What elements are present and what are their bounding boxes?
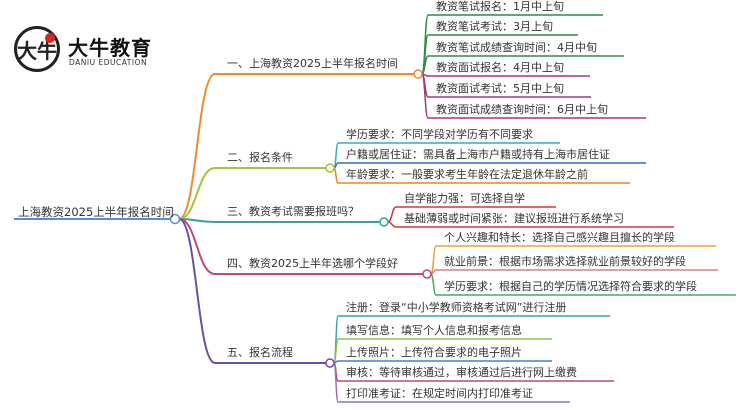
branch-1-leaf-4-label: 教资面试报名：4月中上旬 — [436, 61, 564, 74]
branch-2-leaf-2-label: 户籍或居住证：需具备上海市户籍或持有上海市居住证 — [346, 148, 610, 161]
branch-5-leaf-3-label: 上传照片：上传符合要求的电子照片 — [346, 346, 522, 359]
branch-5-leaf-5-label: 打印准考证：在规定时间内打印准考证 — [346, 387, 533, 400]
branch-4-connector — [178, 218, 216, 275]
branch-3-dot — [379, 217, 389, 227]
branch-1-leaf-1-label: 教资笔试报名：1月中上旬 — [436, 0, 564, 13]
branch-2-label: 二、报名条件 — [227, 151, 293, 164]
branch-1-leaf-5-label: 教资面试考试：5月中上旬 — [436, 82, 564, 95]
branch-3-leaf-2-label: 基础薄弱或时间紧张：建议报班进行系统学习 — [404, 212, 624, 225]
logo-english: DANIU EDUCATION — [69, 58, 148, 67]
branch-4-leaf-3-label: 学历要求：根据自己的学历情况选择符合要求的学段 — [444, 280, 697, 293]
root-node-label: 上海教资2025上半年报名时间 — [18, 205, 174, 219]
branch-1-label: 一、上海教资2025上半年报名时间 — [227, 57, 398, 70]
mindmap-edges — [14, 14, 736, 403]
branch-2-leaf-1-label: 学历要求：不同学段对学历有不同要求 — [346, 128, 533, 141]
branch-3-leaf-1-label: 自学能力强：可选择自学 — [404, 192, 525, 205]
branch-2-connector — [178, 167, 216, 220]
branch-4-leaf-1-label: 个人兴趣和特长：选择自己感兴趣且擅长的学段 — [444, 231, 675, 244]
branch-5-connector — [178, 218, 216, 364]
branch-1-leaf-6-connector — [421, 73, 429, 119]
branch-1-leaf-6-label: 教资面试成绩查询时间：6月中上旬 — [436, 103, 608, 116]
branch-1-connector — [178, 73, 216, 220]
branch-5-leaf-2-label: 填写信息：填写个人信息和报考信息 — [346, 324, 522, 337]
branch-1-leaf-2-label: 教资笔试考试：3月上旬 — [436, 20, 553, 33]
branch-5-dot — [325, 358, 335, 368]
brand-logo: 大牛 大牛教育 DANIU EDUCATION — [14, 26, 194, 76]
branch-4-leaf-2-label: 就业前景：根据市场需求选择就业前景较好的学段 — [444, 255, 686, 268]
logo-name: 大牛教育 — [68, 36, 152, 60]
branch-1-dot — [413, 69, 423, 79]
root-node-dot — [169, 213, 181, 225]
branch-3-leaf-2-connector — [387, 221, 397, 228]
branch-3-leaf-1-connector — [387, 206, 397, 223]
branch-2-dot — [325, 163, 335, 173]
branch-5-leaf-1-label: 注册：登录“中小学教师资格考试网”进行注册 — [346, 301, 567, 314]
branch-2-leaf-3-label: 年龄要求：一般要求考生年龄在法定退休年龄之前 — [346, 168, 588, 181]
branch-3-label: 三、教资考试需要报班吗？ — [227, 205, 359, 218]
branch-2-leaf-3-connector — [333, 167, 339, 184]
branch-5-leaf-4-label: 审核：等待审核通过，审核通过后进行网上缴费 — [346, 366, 577, 379]
logo-mark-icon: 大牛 — [14, 26, 60, 72]
branch-4-label: 四、教资2025上半年选哪个学段好 — [227, 257, 398, 270]
branch-1-leaf-3-label: 教资笔试成绩查询时间：4月中旬 — [436, 41, 597, 54]
branch-4-dot — [422, 269, 432, 279]
mindmap-nodes — [169, 69, 432, 368]
branch-4-leaf-3-connector — [430, 273, 437, 296]
branch-5-label: 五、报名流程 — [227, 346, 293, 359]
